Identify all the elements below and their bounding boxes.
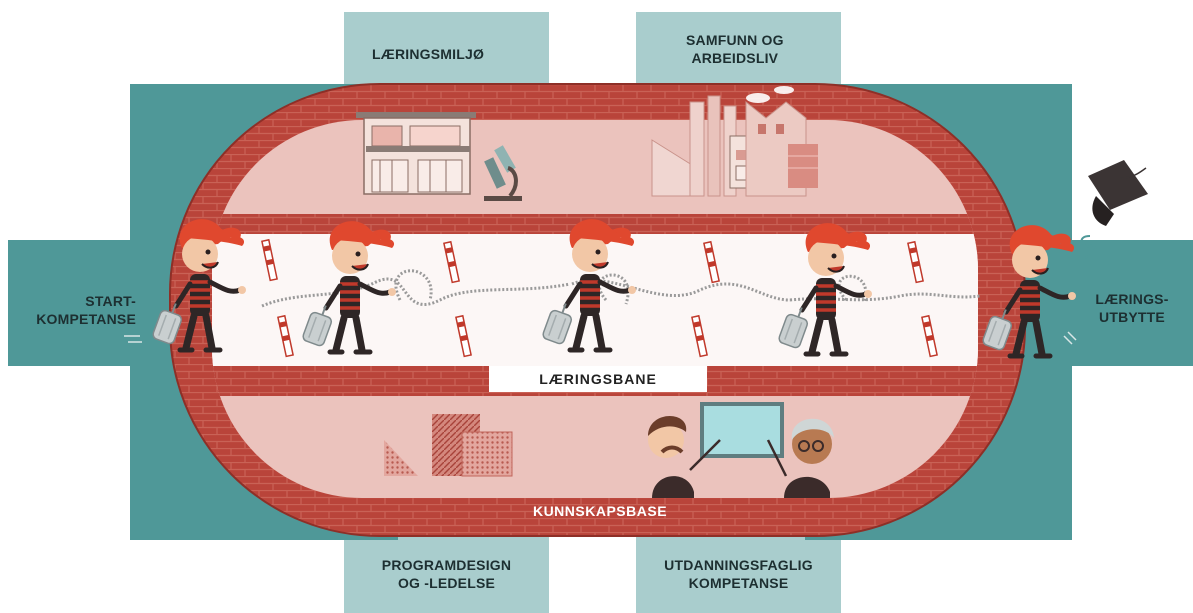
factory-buildings [651, 86, 818, 197]
society-line2: ARBEIDSLIV [691, 50, 779, 66]
label-society-worklife: SAMFUNN OG ARBEIDSLIV [686, 31, 784, 67]
whiteboard [700, 402, 784, 458]
panel-learning-environment [344, 12, 549, 92]
learning-path-text: LÆRINGSBANE [539, 371, 657, 387]
label-start-competence: START- KOMPETANSE [36, 292, 136, 328]
start-line2: KOMPETANSE [36, 311, 136, 327]
program-line1: PROGRAMDESIGN [381, 557, 512, 573]
label-teaching-competence: UTDANNINGSFAGLIG KOMPETANSE [646, 556, 831, 592]
teaching-line1: UTDANNINGSFAGLIG [664, 557, 813, 573]
microscope-icon [484, 145, 522, 201]
teaching-line2: KOMPETANSE [688, 575, 789, 591]
society-line1: SAMFUNN OG [686, 32, 784, 48]
label-learning-environment: LÆRINGSMILJØ [372, 45, 484, 63]
learning-environment-text: LÆRINGSMILJØ [372, 46, 485, 62]
label-learning-path: LÆRINGSBANE [489, 366, 707, 392]
start-line1: START- [85, 293, 136, 309]
outcome-line1: LÆRINGS- [1095, 291, 1169, 307]
label-program-design: PROGRAMDESIGN OG -LEDELSE [364, 556, 529, 592]
outcome-line2: UTBYTTE [1099, 309, 1165, 325]
motion-marks [124, 331, 1077, 345]
teaching-scene [648, 402, 834, 498]
knowledge-base-text: KUNNSKAPSBASE [532, 503, 668, 519]
label-learning-outcome: LÆRINGS- UTBYTTE [1082, 290, 1182, 326]
program-line2: OG -LEDELSE [397, 575, 496, 591]
panel-society [636, 12, 841, 92]
lane-markers [261, 238, 938, 358]
label-knowledge-base: KUNNSKAPSBASE [480, 501, 720, 521]
graduation-cap-icon [1080, 160, 1148, 259]
panel-teaching [636, 535, 841, 613]
school-building [356, 112, 476, 195]
knowledge-blocks [384, 414, 513, 477]
panel-program-design [344, 535, 549, 613]
